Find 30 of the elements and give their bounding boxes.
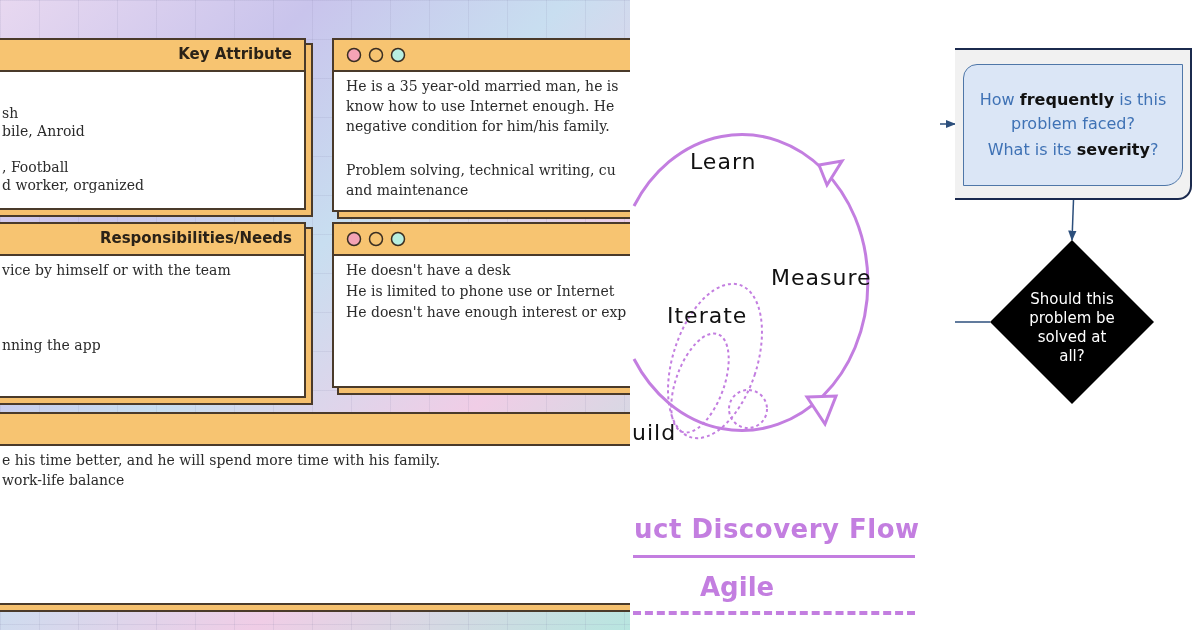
card-text: vice by himself or with the team [2,261,232,280]
step-label: Measure [771,265,872,290]
card-text: work-life balance [2,471,126,490]
card-heading: Responsibilities/Needs [99,229,292,247]
decision-text: Should this problem be solved at all? [1028,290,1116,366]
card-text: e his time better, and he will spend more time with his family. [2,451,442,470]
card-text: sh [2,104,20,123]
card-text: He is limited to phone use or Internet [346,282,616,301]
arrow [939,119,957,129]
question-text: How frequently is this problem faced? [978,89,1168,135]
card-text: He doesn't have enough interest or exp [346,303,628,322]
step-label: Iterate [667,303,748,328]
section-heading: Agile [700,572,775,602]
card-text: nning the app [2,336,102,355]
step-label: uild [632,420,677,445]
decision-diamond [990,240,1154,404]
card-text: He is a 35 year-old married man, he is know how to use Internet enough. He negative condition for him/his family. [346,77,620,136]
container-box [955,48,1192,200]
section-heading: uct Discovery Flow [634,514,920,544]
card-text: He doesn't have a desk [346,261,512,280]
question-box [963,64,1183,186]
card-text: d worker, organized [2,176,145,195]
step-label: Learn [690,149,757,174]
card-text: , Football [2,158,70,177]
question-text: What is its severity? [987,139,1159,161]
card-text: Problem solving, technical writing, cu and maintenance [346,161,617,200]
card-text: bile, Anroid [2,122,86,141]
connector-line [954,321,991,323]
card-heading: Key Attribute [178,45,292,63]
arrow [1068,199,1077,242]
